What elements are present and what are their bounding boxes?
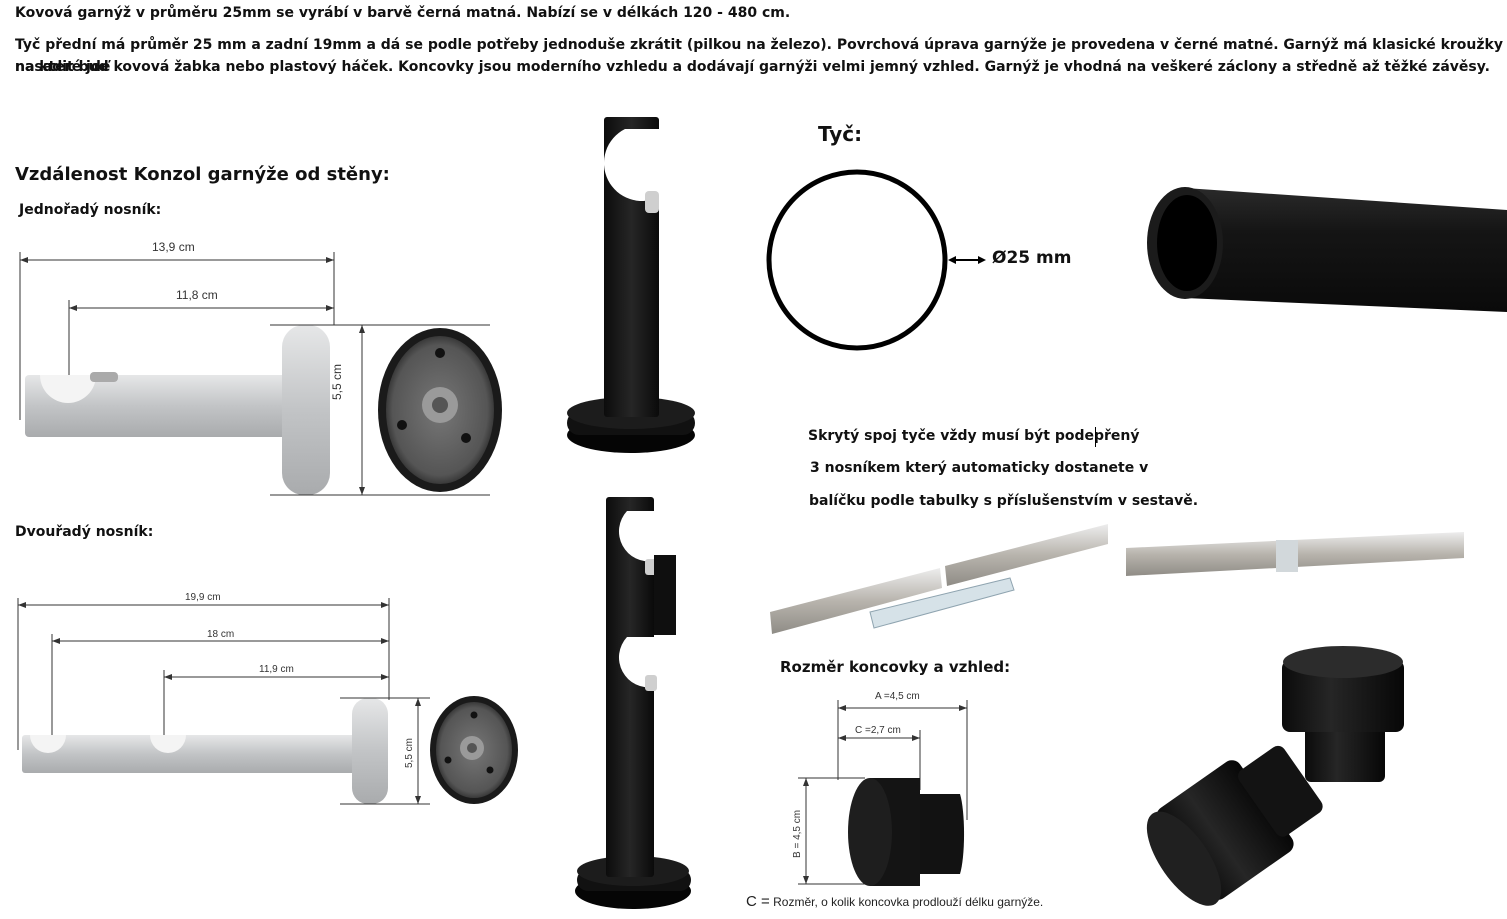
bracket-section-title: Vzdálenost Konzol garnýže od stěny: bbox=[15, 164, 390, 185]
double-height-dim: 5,5 cm bbox=[404, 737, 415, 768]
intro-line-3: nasadit buď kovová žabka nebo plastový h… bbox=[15, 59, 1490, 75]
single-total-dim: 13,9 cm bbox=[152, 240, 195, 254]
joint-note-line-1: Skrytý spoj tyče vždy musí být podepřený bbox=[808, 428, 1140, 444]
joint-note-line-2: 3 nosníkem který automaticky dostanete v bbox=[810, 460, 1149, 476]
text-cursor bbox=[1095, 427, 1096, 447]
finial-dim-c: C =2,7 cm bbox=[855, 725, 901, 736]
black-rod-image bbox=[1147, 187, 1507, 312]
single-bracket-diagram bbox=[19, 252, 502, 496]
single-inner-dim: 11,8 cm bbox=[176, 288, 218, 302]
finial-title: Rozměr koncovky a vzhled: bbox=[780, 658, 1011, 676]
double-inner-dim: 11,9 cm bbox=[259, 664, 294, 675]
rod-joint-closed-image bbox=[1126, 532, 1464, 576]
rod-diameter-label: Ø25 mm bbox=[992, 248, 1072, 268]
double-total-dim: 19,9 cm bbox=[185, 592, 221, 603]
intro-line-1: Kovová garnýž v průměru 25mm se vyrábí v… bbox=[15, 5, 791, 21]
intro-line-2: Tyč přední má průměr 25 mm a zadní 19mm … bbox=[15, 37, 1503, 75]
double-bracket-label: Dvouřadý nosník: bbox=[15, 524, 154, 540]
single-bracket-label: Jednořadý nosník: bbox=[19, 202, 162, 218]
finial-dim-b: B = 4,5 cm bbox=[792, 809, 803, 858]
joint-note-line-3: balíčku podle tabulky s příslušenstvím v… bbox=[809, 493, 1199, 509]
finial-caption-text: Rozměr, o kolik koncovka prodlouží délku… bbox=[773, 895, 1044, 909]
finial-caption-prefix: C = bbox=[746, 893, 770, 910]
rod-joint-open-image bbox=[770, 524, 1108, 634]
single-height-dim: 5,5 cm bbox=[330, 363, 344, 400]
finial-dim-a: A =4,5 cm bbox=[875, 691, 920, 702]
double-mid-dim: 18 cm bbox=[207, 629, 235, 640]
rod-title: Tyč: bbox=[818, 122, 863, 146]
rod-cross-section bbox=[766, 169, 986, 351]
finial-caption: C = Rozměr, o kolik koncovka prodlouží d… bbox=[746, 893, 1043, 910]
finial-dimension-diagram bbox=[798, 700, 968, 886]
double-bracket-diagram bbox=[17, 598, 518, 805]
black-single-bracket-image bbox=[567, 117, 695, 453]
black-double-bracket-image bbox=[575, 497, 691, 909]
finial-photo bbox=[1146, 646, 1404, 906]
